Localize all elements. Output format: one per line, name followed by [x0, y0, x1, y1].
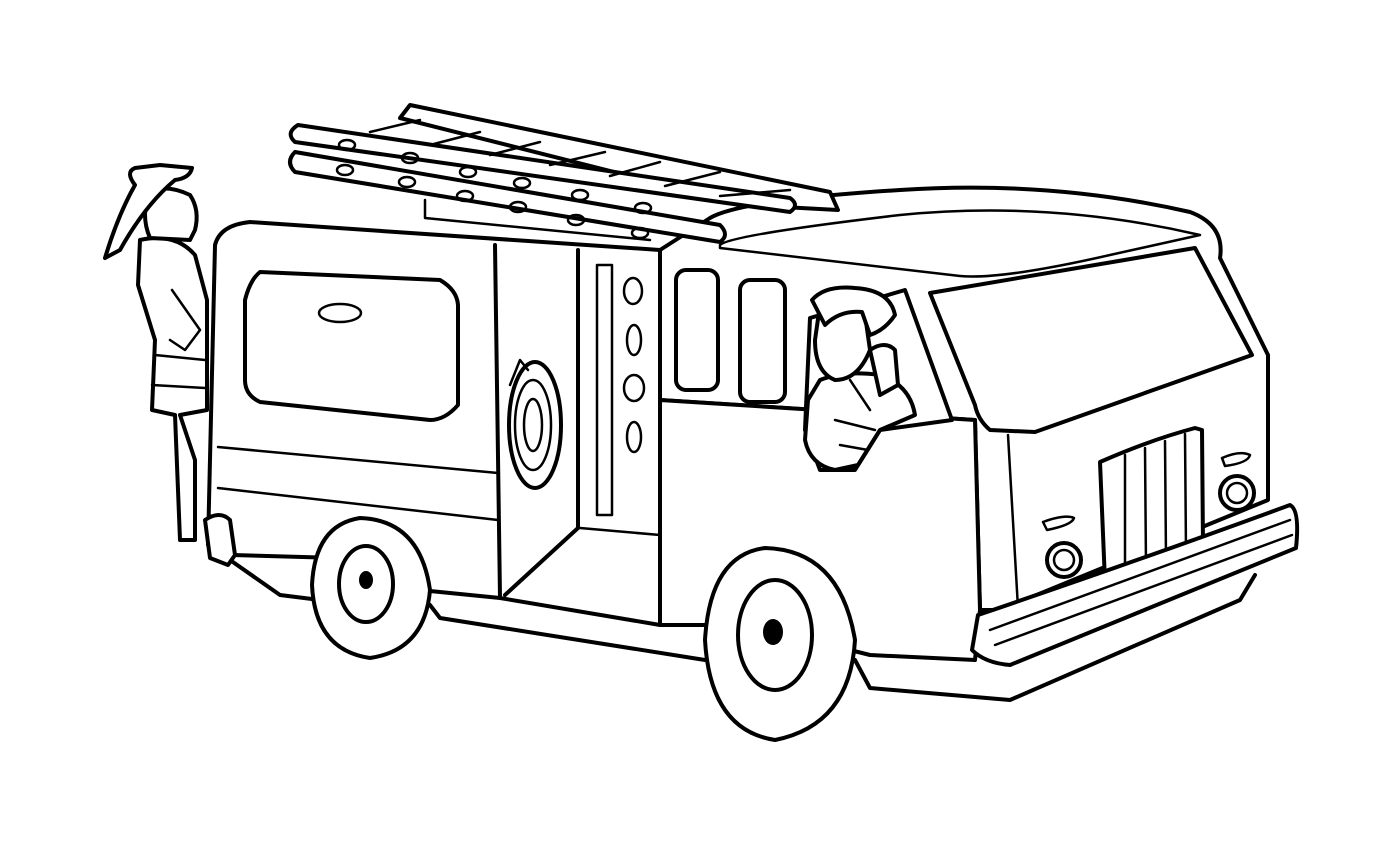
- firefighter-helmet: [103, 163, 194, 260]
- ladder: [288, 103, 840, 244]
- windshield: [928, 246, 1254, 434]
- firefighter-driver: [803, 285, 917, 472]
- truck-chassis: [228, 558, 1257, 702]
- cab-window-2: [738, 278, 787, 404]
- rear-window: [243, 270, 460, 422]
- headlight-left: [1045, 541, 1083, 579]
- rear-wheel: [310, 516, 432, 660]
- front-bumper: [970, 503, 1300, 667]
- rear-body: [203, 220, 977, 627]
- door-slot: [595, 263, 614, 517]
- rear-light: [203, 513, 237, 567]
- front-wheel: [703, 546, 857, 742]
- firefighter-standing: [103, 163, 209, 542]
- headlight-right: [1218, 474, 1256, 512]
- hose-reel: [507, 358, 563, 490]
- firefighter-face: [143, 186, 199, 242]
- door-rivets: [622, 276, 646, 454]
- window-handle: [317, 302, 363, 324]
- driver-hand: [868, 343, 900, 397]
- cab-window-1: [674, 268, 720, 392]
- truck-front: [970, 426, 1300, 667]
- driver-hair: [810, 285, 897, 337]
